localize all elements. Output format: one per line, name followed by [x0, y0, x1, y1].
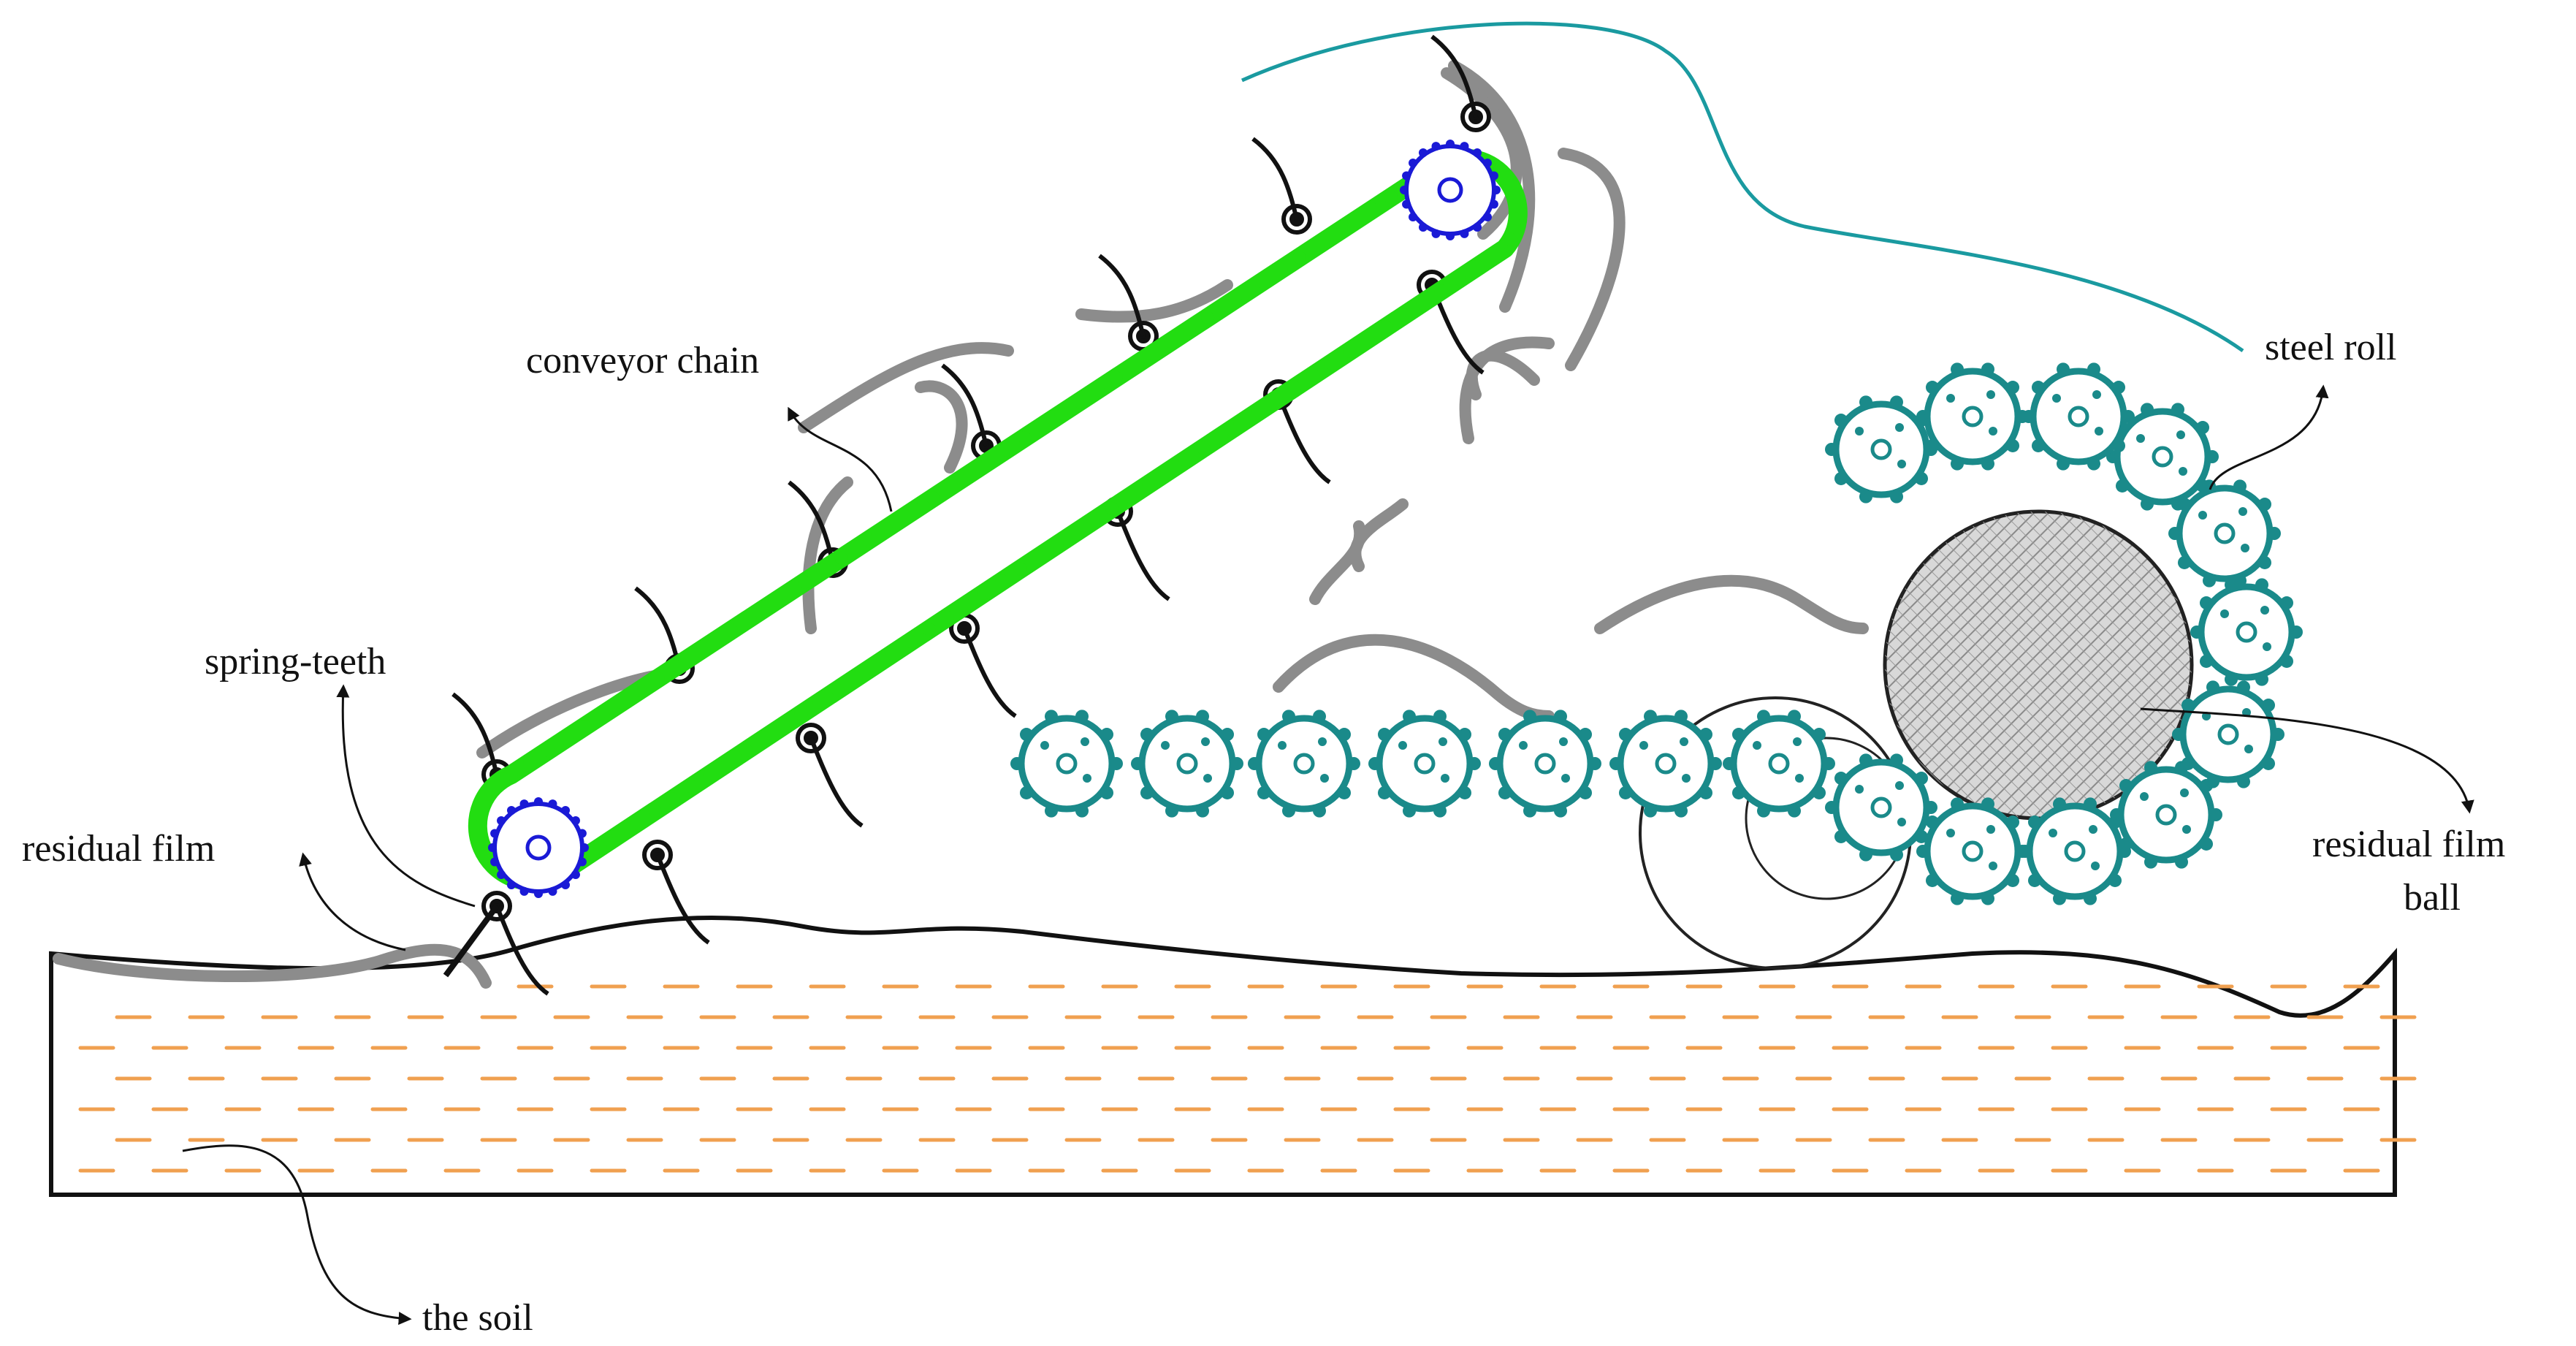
- soil: [49, 915, 2417, 1197]
- label-steel-roll: steel roll: [2265, 327, 2397, 368]
- steel-roll: [2168, 479, 2281, 588]
- steel-roll: [1368, 710, 1481, 818]
- sprocket-teeth: [488, 797, 589, 898]
- steel-roll: [1916, 797, 2029, 905]
- steel-roll: [2019, 797, 2131, 905]
- sprocket-lower: [492, 802, 584, 894]
- steel-rolls-group: [1010, 362, 2303, 905]
- steel-roll: [1489, 710, 1601, 818]
- label-spring-teeth: spring-teeth: [205, 641, 386, 682]
- label-conveyor-chain: conveyor chain: [526, 340, 759, 381]
- steel-roll: [2022, 362, 2135, 471]
- ground-film: [53, 943, 492, 989]
- steel-roll: [1825, 395, 1937, 503]
- steel-roll: [1916, 362, 2029, 471]
- sprocket-teeth: [1400, 140, 1501, 240]
- steel-roll: [1131, 710, 1243, 818]
- label-residual-film: residual film: [22, 828, 215, 870]
- steel-roll: [2106, 403, 2219, 511]
- sprocket-upper: [1404, 144, 1496, 236]
- conveyor-chain: [468, 148, 1528, 891]
- steel-roll: [2190, 578, 2303, 686]
- cover-curve: [1241, 21, 2244, 353]
- steel-roll: [1723, 710, 1835, 818]
- steel-roll: [1010, 710, 1123, 818]
- label-residual-film-ball-1: residual film: [2312, 824, 2505, 865]
- label-residual-film-ball-2: ball: [2404, 877, 2461, 919]
- steel-roll: [1825, 753, 1937, 862]
- steel-roll: [2172, 680, 2285, 788]
- steel-roll: [1248, 710, 1360, 818]
- callouts: [182, 384, 2474, 1326]
- steel-roll: [1609, 710, 1722, 818]
- label-the-soil: the soil: [422, 1297, 533, 1339]
